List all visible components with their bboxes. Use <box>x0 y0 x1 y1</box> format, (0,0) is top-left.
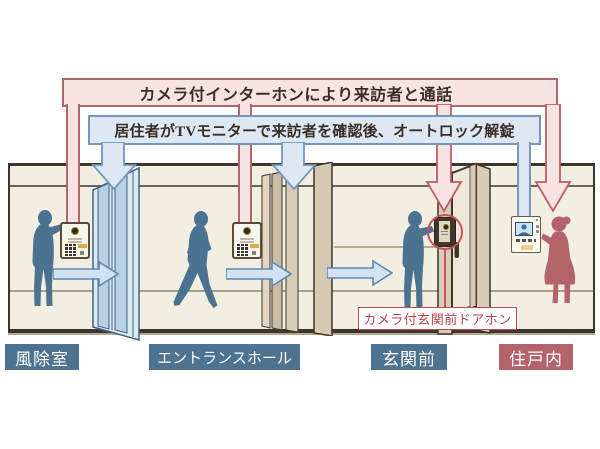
floor-shadow-line <box>8 333 595 335</box>
doorphone-highlight-circle <box>427 214 463 250</box>
flow-arrow-corridor <box>327 260 393 286</box>
doorphone-note-label: カメラ付玄関前ドアホン <box>358 307 517 330</box>
unlock-arrow-hall-door <box>271 142 317 191</box>
unlock-banner-text: 居住者がTVモニターで来訪者を確認後、オートロック解錠 <box>114 123 515 140</box>
intercom-call-button <box>252 251 256 255</box>
intercom-keypad <box>237 244 248 256</box>
unlock-line-monitor <box>517 142 531 218</box>
resident-person-icon <box>541 216 576 303</box>
hall-intercom-panel <box>232 222 262 259</box>
flow-arrow-hall <box>226 261 292 287</box>
call-banner-text: カメラ付インターホンにより来訪者と通話 <box>139 86 453 104</box>
floor-line <box>8 329 595 333</box>
wall-left-edge <box>8 163 10 333</box>
tv-monitor-panel <box>511 216 541 253</box>
call-banner: カメラ付インターホンにより来訪者と通話 <box>62 78 558 107</box>
unlock-arrow-glass-door <box>91 142 137 191</box>
zone-label-unit-interior: 住戸内 <box>499 344 573 370</box>
genkan-chair-rail <box>334 246 436 248</box>
intercom-call-button <box>80 251 84 255</box>
zone-label-windbreak: 風除室 <box>5 344 79 370</box>
intercom-keypad <box>65 244 76 256</box>
monitor-buttons <box>516 239 536 242</box>
glass-door <box>92 166 140 341</box>
walking-person-icon <box>173 211 218 308</box>
visitor-on-screen-icon <box>518 224 530 235</box>
entry-door <box>437 162 491 335</box>
call-arrow-unit <box>534 104 572 213</box>
monitor-screen <box>515 222 533 236</box>
visitor-person-icon <box>32 210 62 306</box>
call-line-windbreak <box>66 104 80 225</box>
lobby-intercom-panel <box>60 222 90 259</box>
unlock-banner: 居住者がTVモニターで来訪者を確認後、オートロック解錠 <box>88 115 541 145</box>
zone-label-entrance-hall: エントランスホール <box>149 344 300 370</box>
intercom-camera-icon <box>71 227 79 235</box>
zone-label-genkan-mae: 玄関前 <box>371 344 447 370</box>
wall-dado-line <box>8 290 595 292</box>
doorphone-note-pointer <box>444 248 446 308</box>
monitor-speaker <box>521 245 533 250</box>
cornice-bottom-line <box>8 185 595 187</box>
intercom-camera-icon <box>243 227 251 235</box>
wall-right-edge <box>593 163 595 333</box>
flow-arrow-windbreak <box>53 261 119 287</box>
